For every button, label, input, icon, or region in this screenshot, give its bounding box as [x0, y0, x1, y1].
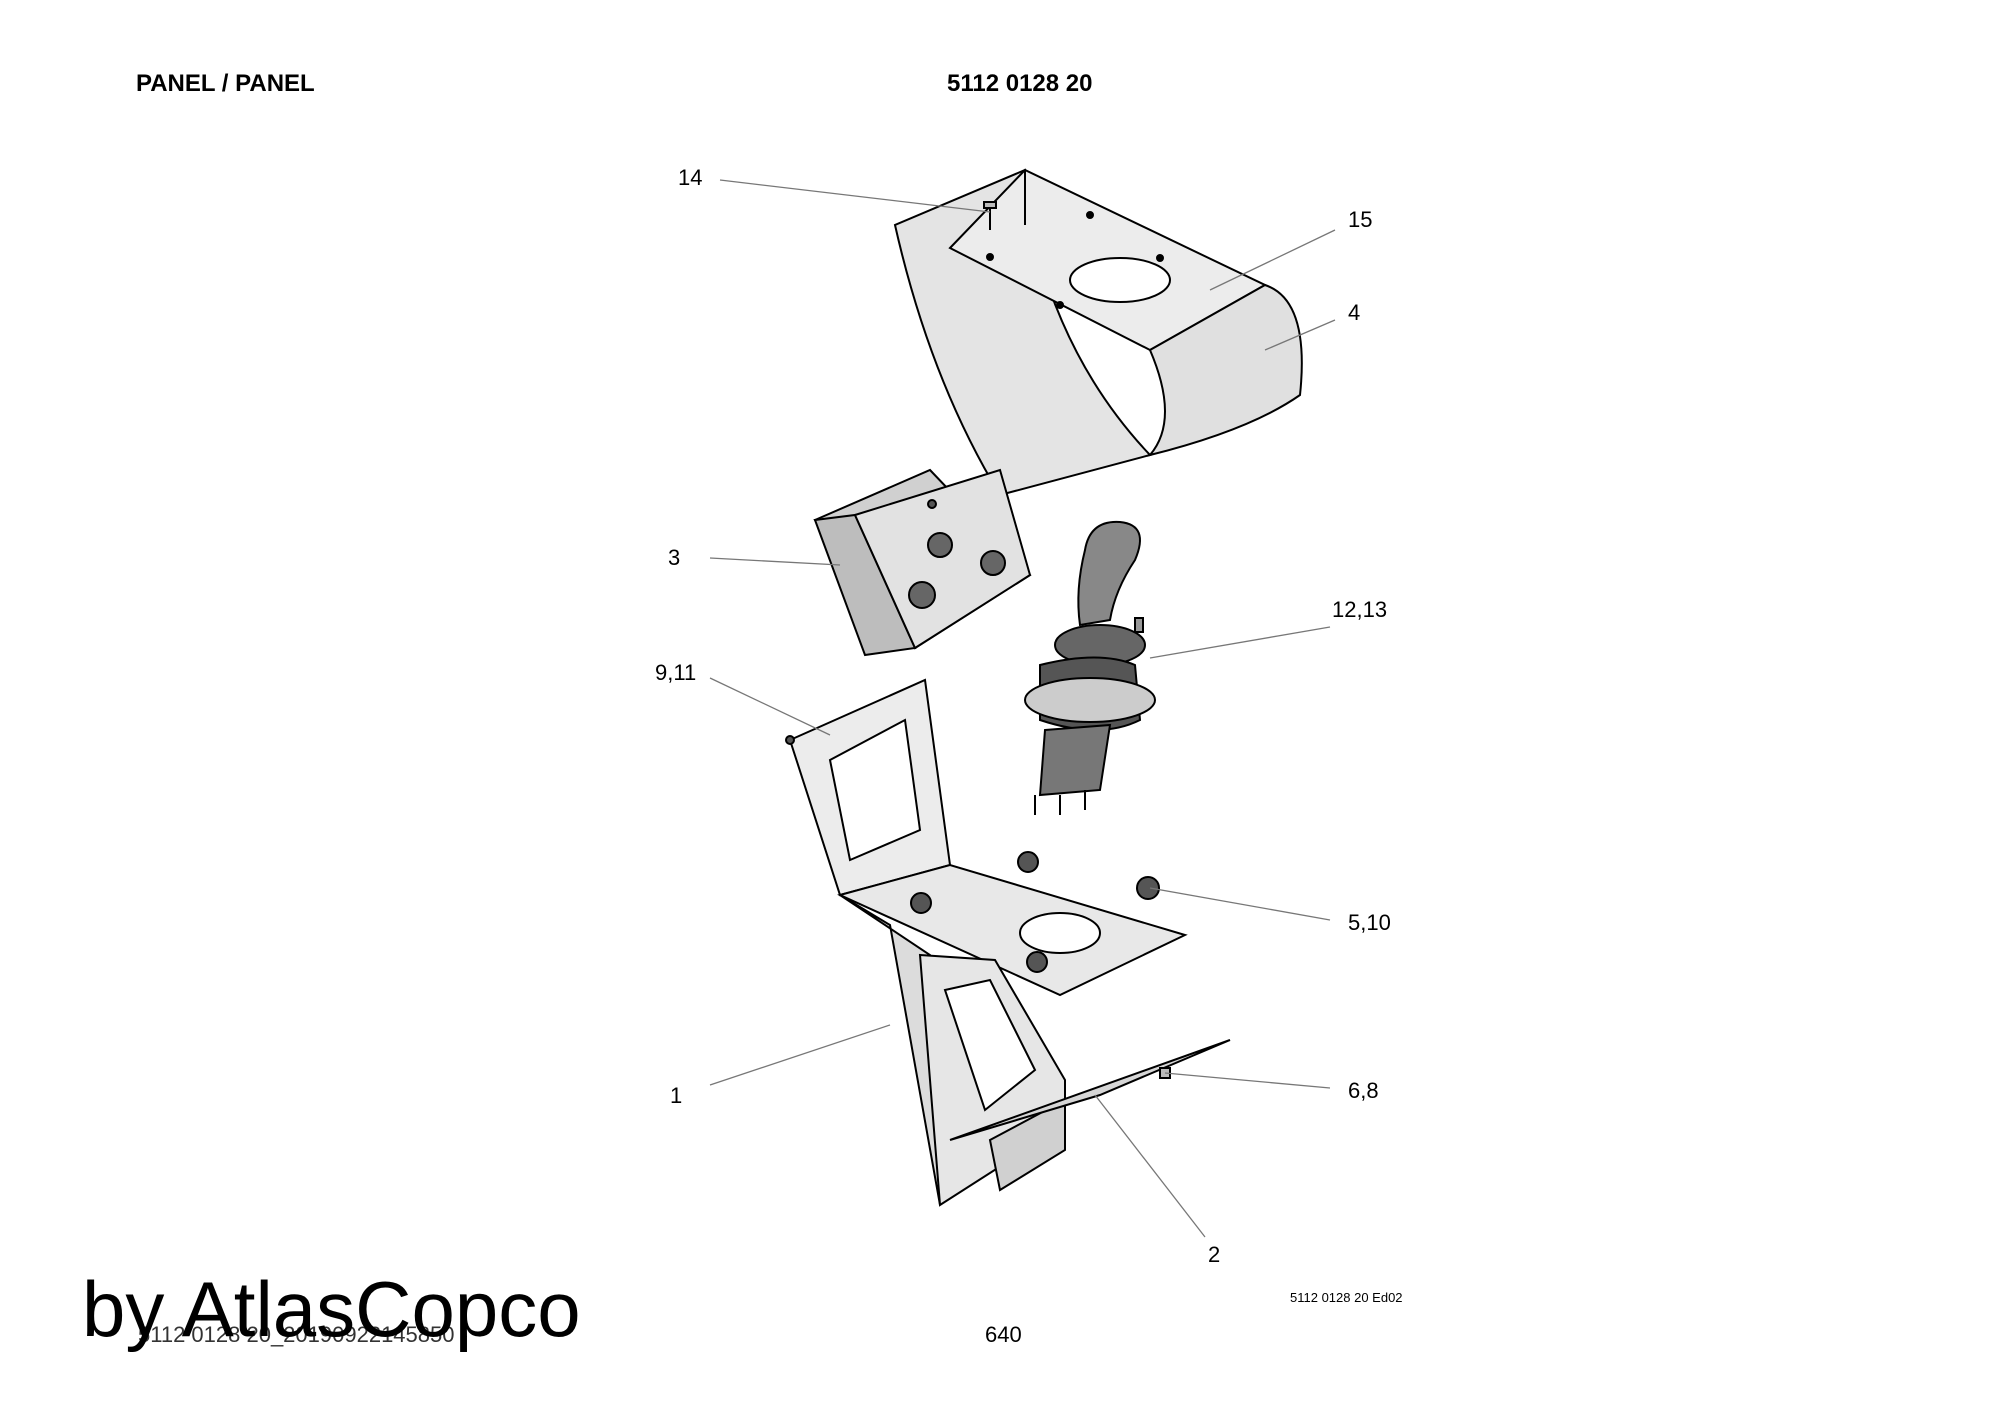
- callout-15: 15: [1348, 207, 1372, 232]
- callout-6-8: 6,8: [1348, 1078, 1379, 1103]
- callout-3: 3: [668, 545, 680, 570]
- hood-cover-part: [893, 168, 1303, 497]
- page-title: PANEL / PANEL: [136, 70, 315, 97]
- watermark: by AtlasCopco: [82, 1265, 581, 1353]
- callout-12-13: 12,13: [1332, 597, 1387, 622]
- control-box-part: [813, 468, 1032, 657]
- leader-lines: [709, 179, 1336, 1238]
- edition-label: 5112 0128 20 Ed02: [1290, 1290, 1403, 1305]
- part-number: 5112 0128 20: [947, 70, 1093, 97]
- callout-9-11: 9,11: [655, 660, 696, 685]
- callout-2: 2: [1208, 1242, 1220, 1267]
- callout-14: 14: [678, 165, 702, 190]
- stand-frame-part: [785, 678, 1188, 1207]
- callout-1: 1: [670, 1083, 682, 1108]
- joystick-part: [1024, 520, 1156, 815]
- callout-4: 4: [1348, 300, 1360, 325]
- page-number: 640: [985, 1322, 1022, 1347]
- file-id: 5112 0128 20_20190922145850: [138, 1322, 455, 1347]
- callout-5-10: 5,10: [1348, 910, 1391, 935]
